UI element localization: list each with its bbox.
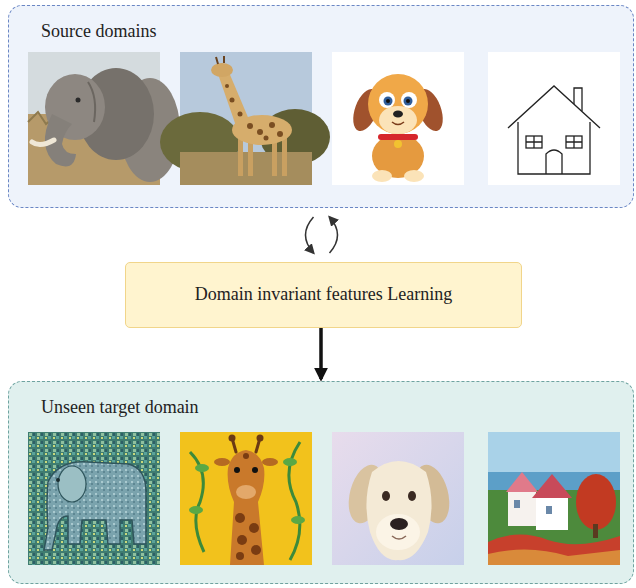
process-label: Domain invariant features Learning <box>195 284 452 306</box>
cycle-arc <box>306 217 314 253</box>
elephant-photo <box>28 52 180 185</box>
house-painting <box>488 432 620 565</box>
house-sketch <box>488 52 620 185</box>
feature-learning-box: Domain invariant features Learning <box>125 262 522 328</box>
giraffe-photo <box>160 52 330 185</box>
cartoon-dog <box>332 52 464 185</box>
target-domain-panel: Unseen target domain <box>8 381 634 584</box>
target-panel-ground <box>8 381 634 584</box>
cycle-arc <box>330 217 338 253</box>
cycle-arrows <box>306 217 338 253</box>
panel-heading: Unseen target domain <box>41 397 199 419</box>
dog-painting <box>332 432 464 565</box>
source-panel-ground <box>8 5 634 208</box>
source-domains-panel: Source domains <box>8 5 634 208</box>
giraffe-painting <box>180 432 312 565</box>
flow-arrow <box>321 328 322 379</box>
mosaic-elephant <box>28 432 160 565</box>
arrow-line <box>319 328 323 379</box>
panel-heading: Source domains <box>41 21 156 43</box>
